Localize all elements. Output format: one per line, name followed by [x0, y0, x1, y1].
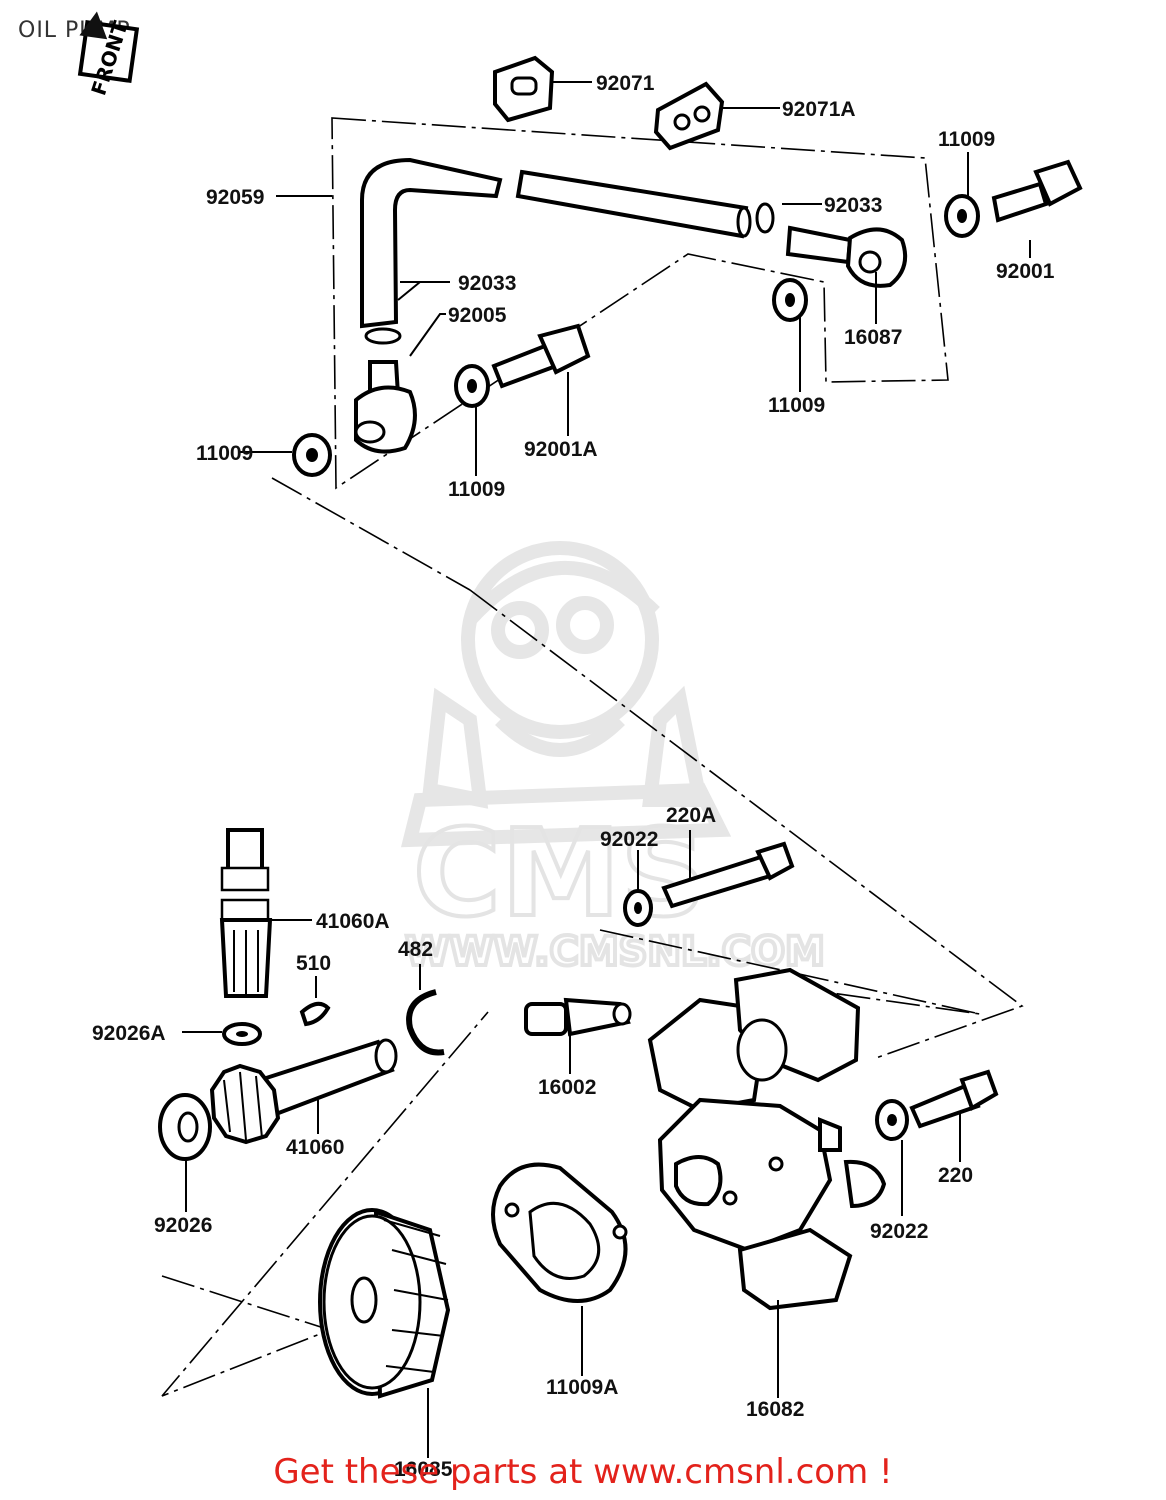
banjo-bolt-92001a	[491, 323, 591, 389]
grommet-92071	[493, 55, 555, 123]
callout-92005: 92005	[448, 304, 507, 327]
callout-92026a: 92026A	[92, 1022, 166, 1045]
callout-11009-top-right: 11009	[938, 128, 995, 151]
pump-shaft-41060a	[219, 828, 273, 998]
pump-gear-shaft-41060	[209, 1038, 398, 1145]
callout-16087: 16087	[844, 326, 902, 349]
clip-92033-left	[364, 327, 402, 345]
banjo-bolt-92001	[991, 159, 1083, 223]
callout-11009-left: 11009	[196, 442, 253, 465]
callout-92071: 92071	[596, 72, 655, 95]
oil-pipe-92059	[360, 157, 752, 329]
callout-92033-left: 92033	[458, 272, 516, 295]
callout-11009a: 11009A	[546, 1376, 618, 1399]
callout-41060: 41060	[286, 1136, 344, 1159]
oil-pump-body-16082	[647, 967, 887, 1311]
washer-92022-top	[623, 889, 653, 927]
callout-41060a: 41060A	[316, 910, 390, 933]
leader-lines	[182, 81, 1031, 1458]
banjo-fitting-92005	[354, 360, 417, 454]
washer-92026	[158, 1093, 212, 1161]
callout-92022-bottom: 92022	[870, 1220, 928, 1243]
gear-bracket-lines	[161, 1011, 489, 1397]
washer-11009-right	[772, 278, 808, 322]
callout-92026: 92026	[154, 1214, 212, 1237]
grommet-92071a	[653, 81, 725, 151]
watermark-logo-text: CMS	[413, 805, 707, 944]
callout-92001: 92001	[996, 260, 1055, 283]
washer-11009-middle	[454, 364, 490, 408]
footer-promo-text[interactable]: Get these parts at www.cmsnl.com !	[273, 1452, 893, 1492]
callout-92059: 92059	[206, 186, 264, 209]
cms-watermark-logo: CMS WWW.CMSNL.COM	[400, 541, 827, 977]
callout-16002: 16002	[538, 1076, 596, 1099]
callout-11009-middle: 11009	[448, 478, 505, 501]
callout-92022-top: 92022	[600, 828, 658, 851]
callout-labels: 92071 92071A 11009 92059 92033 92001 920…	[92, 72, 1055, 1481]
watermark-url-text: WWW.CMSNL.COM	[405, 929, 825, 975]
front-direction-arrow: FRONT	[77, 11, 140, 98]
washer-92026a	[222, 1022, 262, 1046]
bolt-220a	[661, 841, 795, 909]
washer-11009-left	[292, 433, 332, 477]
driven-gear-16085	[318, 1208, 451, 1399]
callout-92033-right: 92033	[824, 194, 882, 217]
callout-16085: 16085	[394, 1458, 453, 1481]
callout-16082: 16082	[746, 1398, 804, 1421]
callout-11009-right: 11009	[768, 394, 825, 417]
callout-92001a: 92001A	[524, 438, 598, 461]
key-510	[299, 1001, 331, 1027]
callout-482: 482	[398, 938, 433, 961]
callout-92071a: 92071A	[782, 98, 856, 121]
washer-92022-bottom	[875, 1099, 909, 1141]
callout-510: 510	[296, 952, 331, 975]
bolt-220	[909, 1069, 999, 1129]
fitting-16002	[524, 997, 632, 1037]
callout-220a: 220A	[666, 804, 716, 827]
washer-11009-top-right	[944, 194, 980, 238]
gasket-11009a	[491, 1162, 628, 1303]
banjo-fitting-16087	[785, 225, 907, 288]
circlip-482	[406, 989, 445, 1056]
clip-92033-right	[755, 202, 775, 234]
callout-220: 220	[938, 1164, 973, 1187]
